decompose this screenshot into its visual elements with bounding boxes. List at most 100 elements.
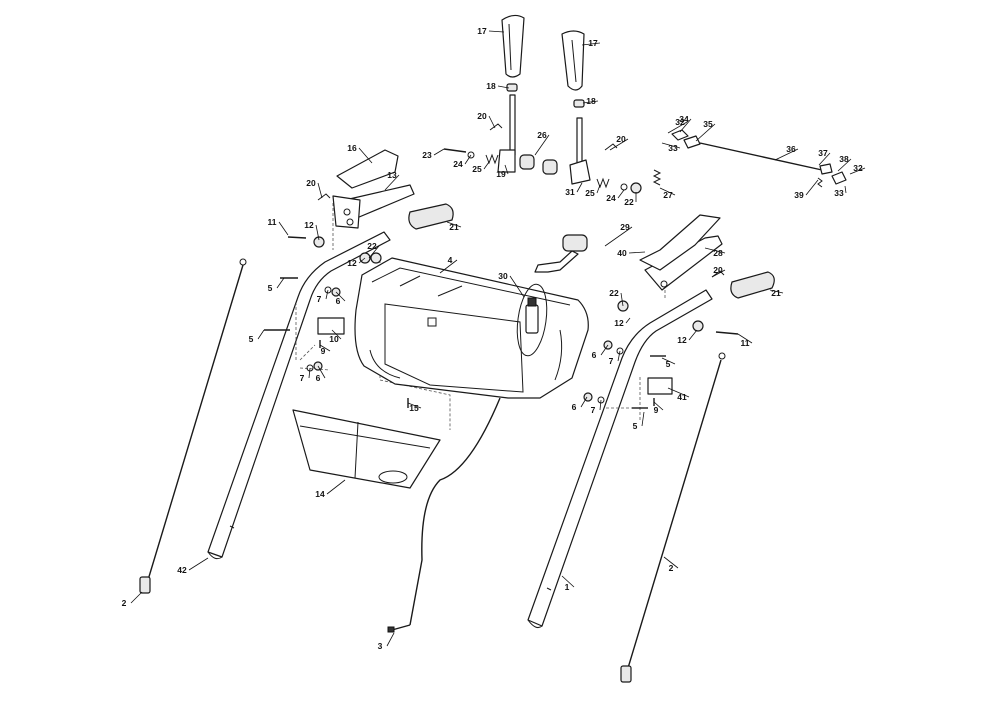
callout-label-c1: 1 xyxy=(565,582,570,592)
callout-leader-c11a xyxy=(278,221,289,236)
callout-label-c30: 30 xyxy=(498,271,508,281)
callout-leader-c35 xyxy=(695,123,716,142)
callout-leader-c14 xyxy=(326,479,346,495)
callout-label-c39: 39 xyxy=(794,190,804,200)
callout-label-c6b: 6 xyxy=(316,373,321,383)
callout-label-c22a: 22 xyxy=(624,197,634,207)
callout-leader-c17b xyxy=(581,42,601,46)
callout-label-c17a: 17 xyxy=(477,26,487,36)
small-hardware xyxy=(317,123,725,312)
callout-label-c23: 23 xyxy=(422,150,432,160)
callout-leader-c39 xyxy=(805,179,819,196)
callout-label-c32b: 32 xyxy=(853,163,863,173)
right-control-cable xyxy=(620,352,726,683)
callout-leader-c18a xyxy=(497,85,510,89)
callout-leader-c6a xyxy=(335,291,346,302)
right-handle-tube xyxy=(527,289,713,628)
callout-leader-c1 xyxy=(561,575,575,588)
callout-leader-c3 xyxy=(386,632,395,647)
callout-label-c37: 37 xyxy=(818,148,828,158)
callout-leader-c5d xyxy=(641,411,645,427)
callout-leader-c13 xyxy=(384,174,400,191)
callout-label-c27: 27 xyxy=(663,190,673,200)
callout-leader-c20b xyxy=(609,138,629,151)
callout-leader-c20c xyxy=(317,182,323,199)
chute-crank xyxy=(534,234,588,273)
callout-label-c7c: 7 xyxy=(609,356,614,366)
callout-label-c18b: 18 xyxy=(586,96,596,106)
left-lever xyxy=(497,14,525,173)
callout-label-c12d: 12 xyxy=(677,335,687,345)
callout-leader-c41 xyxy=(667,387,690,398)
callout-label-c9b: 9 xyxy=(654,405,659,415)
right-lever xyxy=(561,30,591,185)
callout-leader-c12c xyxy=(625,317,631,324)
callout-leader-c24b xyxy=(617,189,625,199)
callout-label-c12b: 12 xyxy=(347,258,357,268)
callout-leader-c24a xyxy=(464,154,472,165)
callout-label-c7b: 7 xyxy=(300,373,305,383)
callout-leader-c6b xyxy=(317,365,326,379)
callout-leader-c6c xyxy=(600,344,609,356)
callout-leader-c18b xyxy=(582,100,599,104)
callout-leader-c4 xyxy=(439,259,458,274)
right-upper-bracket xyxy=(639,214,775,299)
spacers xyxy=(519,154,558,175)
callout-leader-c22c xyxy=(620,292,624,307)
callout-leader-c15 xyxy=(407,402,422,409)
callout-label-c12a: 12 xyxy=(304,220,314,230)
linkage-rod xyxy=(671,129,847,188)
callout-leader-c12d xyxy=(688,329,698,341)
callout-label-c13: 13 xyxy=(387,170,397,180)
callout-label-c14: 14 xyxy=(315,489,325,499)
callout-leader-c11b xyxy=(737,333,753,344)
callout-label-c29: 29 xyxy=(620,222,630,232)
callout-leader-c7d xyxy=(599,399,602,411)
callout-leader-c12a xyxy=(315,224,320,241)
callout-label-c20b: 20 xyxy=(616,134,626,144)
callout-leader-c10 xyxy=(331,329,342,340)
callout-label-c7a: 7 xyxy=(317,294,322,304)
lower-cover xyxy=(292,409,441,489)
callout-label-c6c: 6 xyxy=(592,350,597,360)
callout-label-c17b: 17 xyxy=(588,38,598,48)
callout-label-c5a: 5 xyxy=(268,283,273,293)
callout-label-c16: 16 xyxy=(347,143,357,153)
callout-leader-c7c xyxy=(617,350,621,362)
callout-leader-c5a xyxy=(276,277,285,289)
callout-label-c20d: 20 xyxy=(713,265,723,275)
callout-label-c5b: 5 xyxy=(249,334,254,344)
callout-leader-c21a xyxy=(446,221,462,228)
callout-leader-c37 xyxy=(818,152,831,166)
callout-leader-c6d xyxy=(580,396,588,408)
left-control-cable xyxy=(139,258,247,594)
callout-label-c2b: 2 xyxy=(669,563,674,573)
callout-label-c25b: 25 xyxy=(585,188,595,198)
callout-leader-c34 xyxy=(679,118,692,133)
callout-label-c36: 36 xyxy=(786,144,796,154)
callout-label-c21b: 21 xyxy=(771,288,781,298)
left-handle-tube xyxy=(207,231,391,560)
callout-leader-c20d xyxy=(711,269,726,278)
callout-label-c9a: 9 xyxy=(321,346,326,356)
callout-label-c20a: 20 xyxy=(477,111,487,121)
callout-leader-c33a xyxy=(661,142,681,149)
callout-label-c5d: 5 xyxy=(633,421,638,431)
callout-label-c11b: 11 xyxy=(741,338,750,348)
throttle-cable xyxy=(387,397,501,633)
callout-leader-c32b xyxy=(849,167,866,175)
callout-label-c38: 38 xyxy=(839,154,849,164)
callout-label-c12c: 12 xyxy=(614,318,624,328)
callout-label-c22c: 22 xyxy=(609,288,619,298)
callout-label-c35: 35 xyxy=(703,119,713,129)
callout-label-c6a: 6 xyxy=(336,296,341,306)
callout-label-c41: 41 xyxy=(677,392,687,402)
ignition-switch xyxy=(516,283,548,357)
callout-label-c11a: 11 xyxy=(268,217,277,227)
right-clamp-hardware xyxy=(583,320,739,409)
callout-label-c28: 28 xyxy=(713,248,723,258)
left-upper-bracket xyxy=(332,149,454,230)
callout-label-c19: 19 xyxy=(496,169,506,179)
callout-leader-c36 xyxy=(774,148,799,161)
